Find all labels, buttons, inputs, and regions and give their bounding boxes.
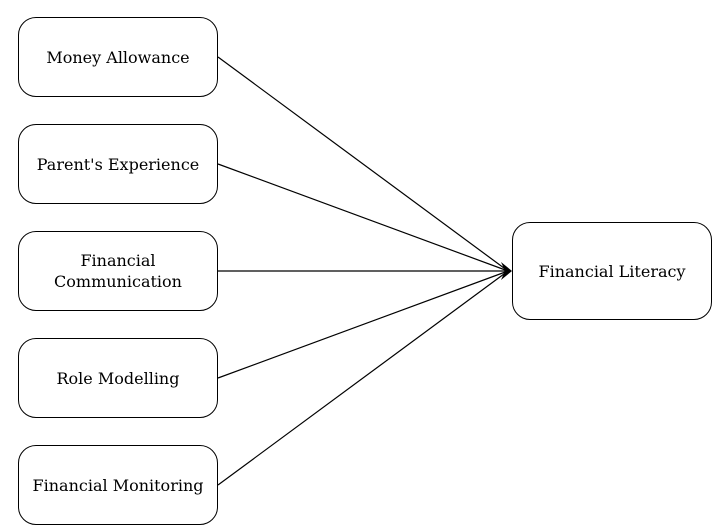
edge-parents-experience-to-financial-literacy (217, 163, 509, 272)
factor-box-financial-monitoring: Financial Monitoring (18, 445, 218, 525)
factor-box-role-modelling: Role Modelling (18, 338, 218, 418)
edge-role-modelling-to-financial-literacy (217, 270, 509, 379)
factor-box-financial-communication: Financial Communication (18, 231, 218, 311)
edge-money-allowance-to-financial-literacy (217, 56, 509, 272)
factor-box-money-allowance: Money Allowance (18, 17, 218, 97)
outcome-box-financial-literacy: Financial Literacy (512, 222, 712, 320)
factor-label-financial-monitoring: Financial Monitoring (32, 475, 204, 495)
factor-box-parents-experience: Parent's Experience (18, 124, 218, 204)
edge-financial-monitoring-to-financial-literacy (217, 270, 509, 486)
factor-label-parents-experience: Parent's Experience (36, 154, 200, 174)
factor-label-role-modelling: Role Modelling (56, 368, 180, 388)
outcome-label-financial-literacy: Financial Literacy (538, 261, 686, 281)
factor-label-financial-communication: Financial Communication (54, 251, 182, 291)
arrowhead (501, 262, 512, 280)
factor-label-money-allowance: Money Allowance (46, 47, 190, 67)
